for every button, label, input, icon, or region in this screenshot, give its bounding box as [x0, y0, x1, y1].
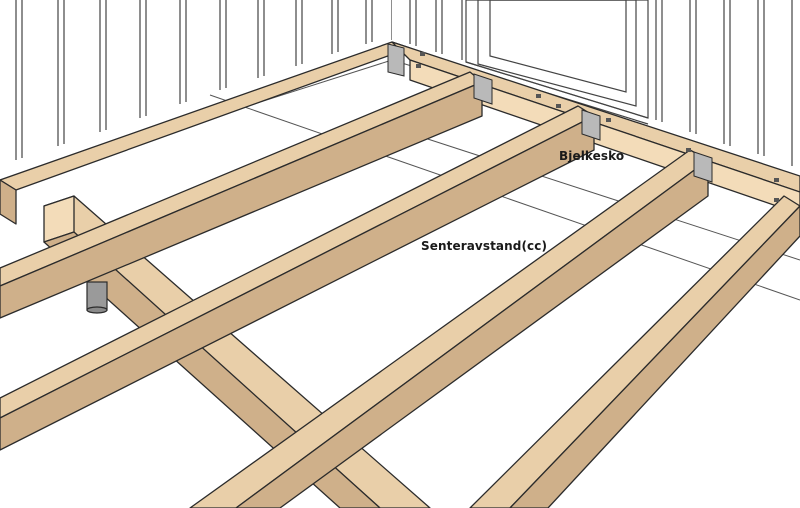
joist-4 [469, 195, 800, 508]
house-wall-left [0, 0, 393, 170]
fastener-marks [416, 52, 779, 202]
joist-1 [0, 71, 483, 319]
joist-hanger-icon [387, 43, 713, 183]
window-frame [465, 0, 649, 125]
center-spacing-label: Senteravstand(cc) [421, 239, 548, 253]
post-foundation-icon [86, 281, 108, 314]
joist-hanger-label: Bjelkesko [559, 149, 625, 163]
house-wall-right [392, 0, 800, 170]
